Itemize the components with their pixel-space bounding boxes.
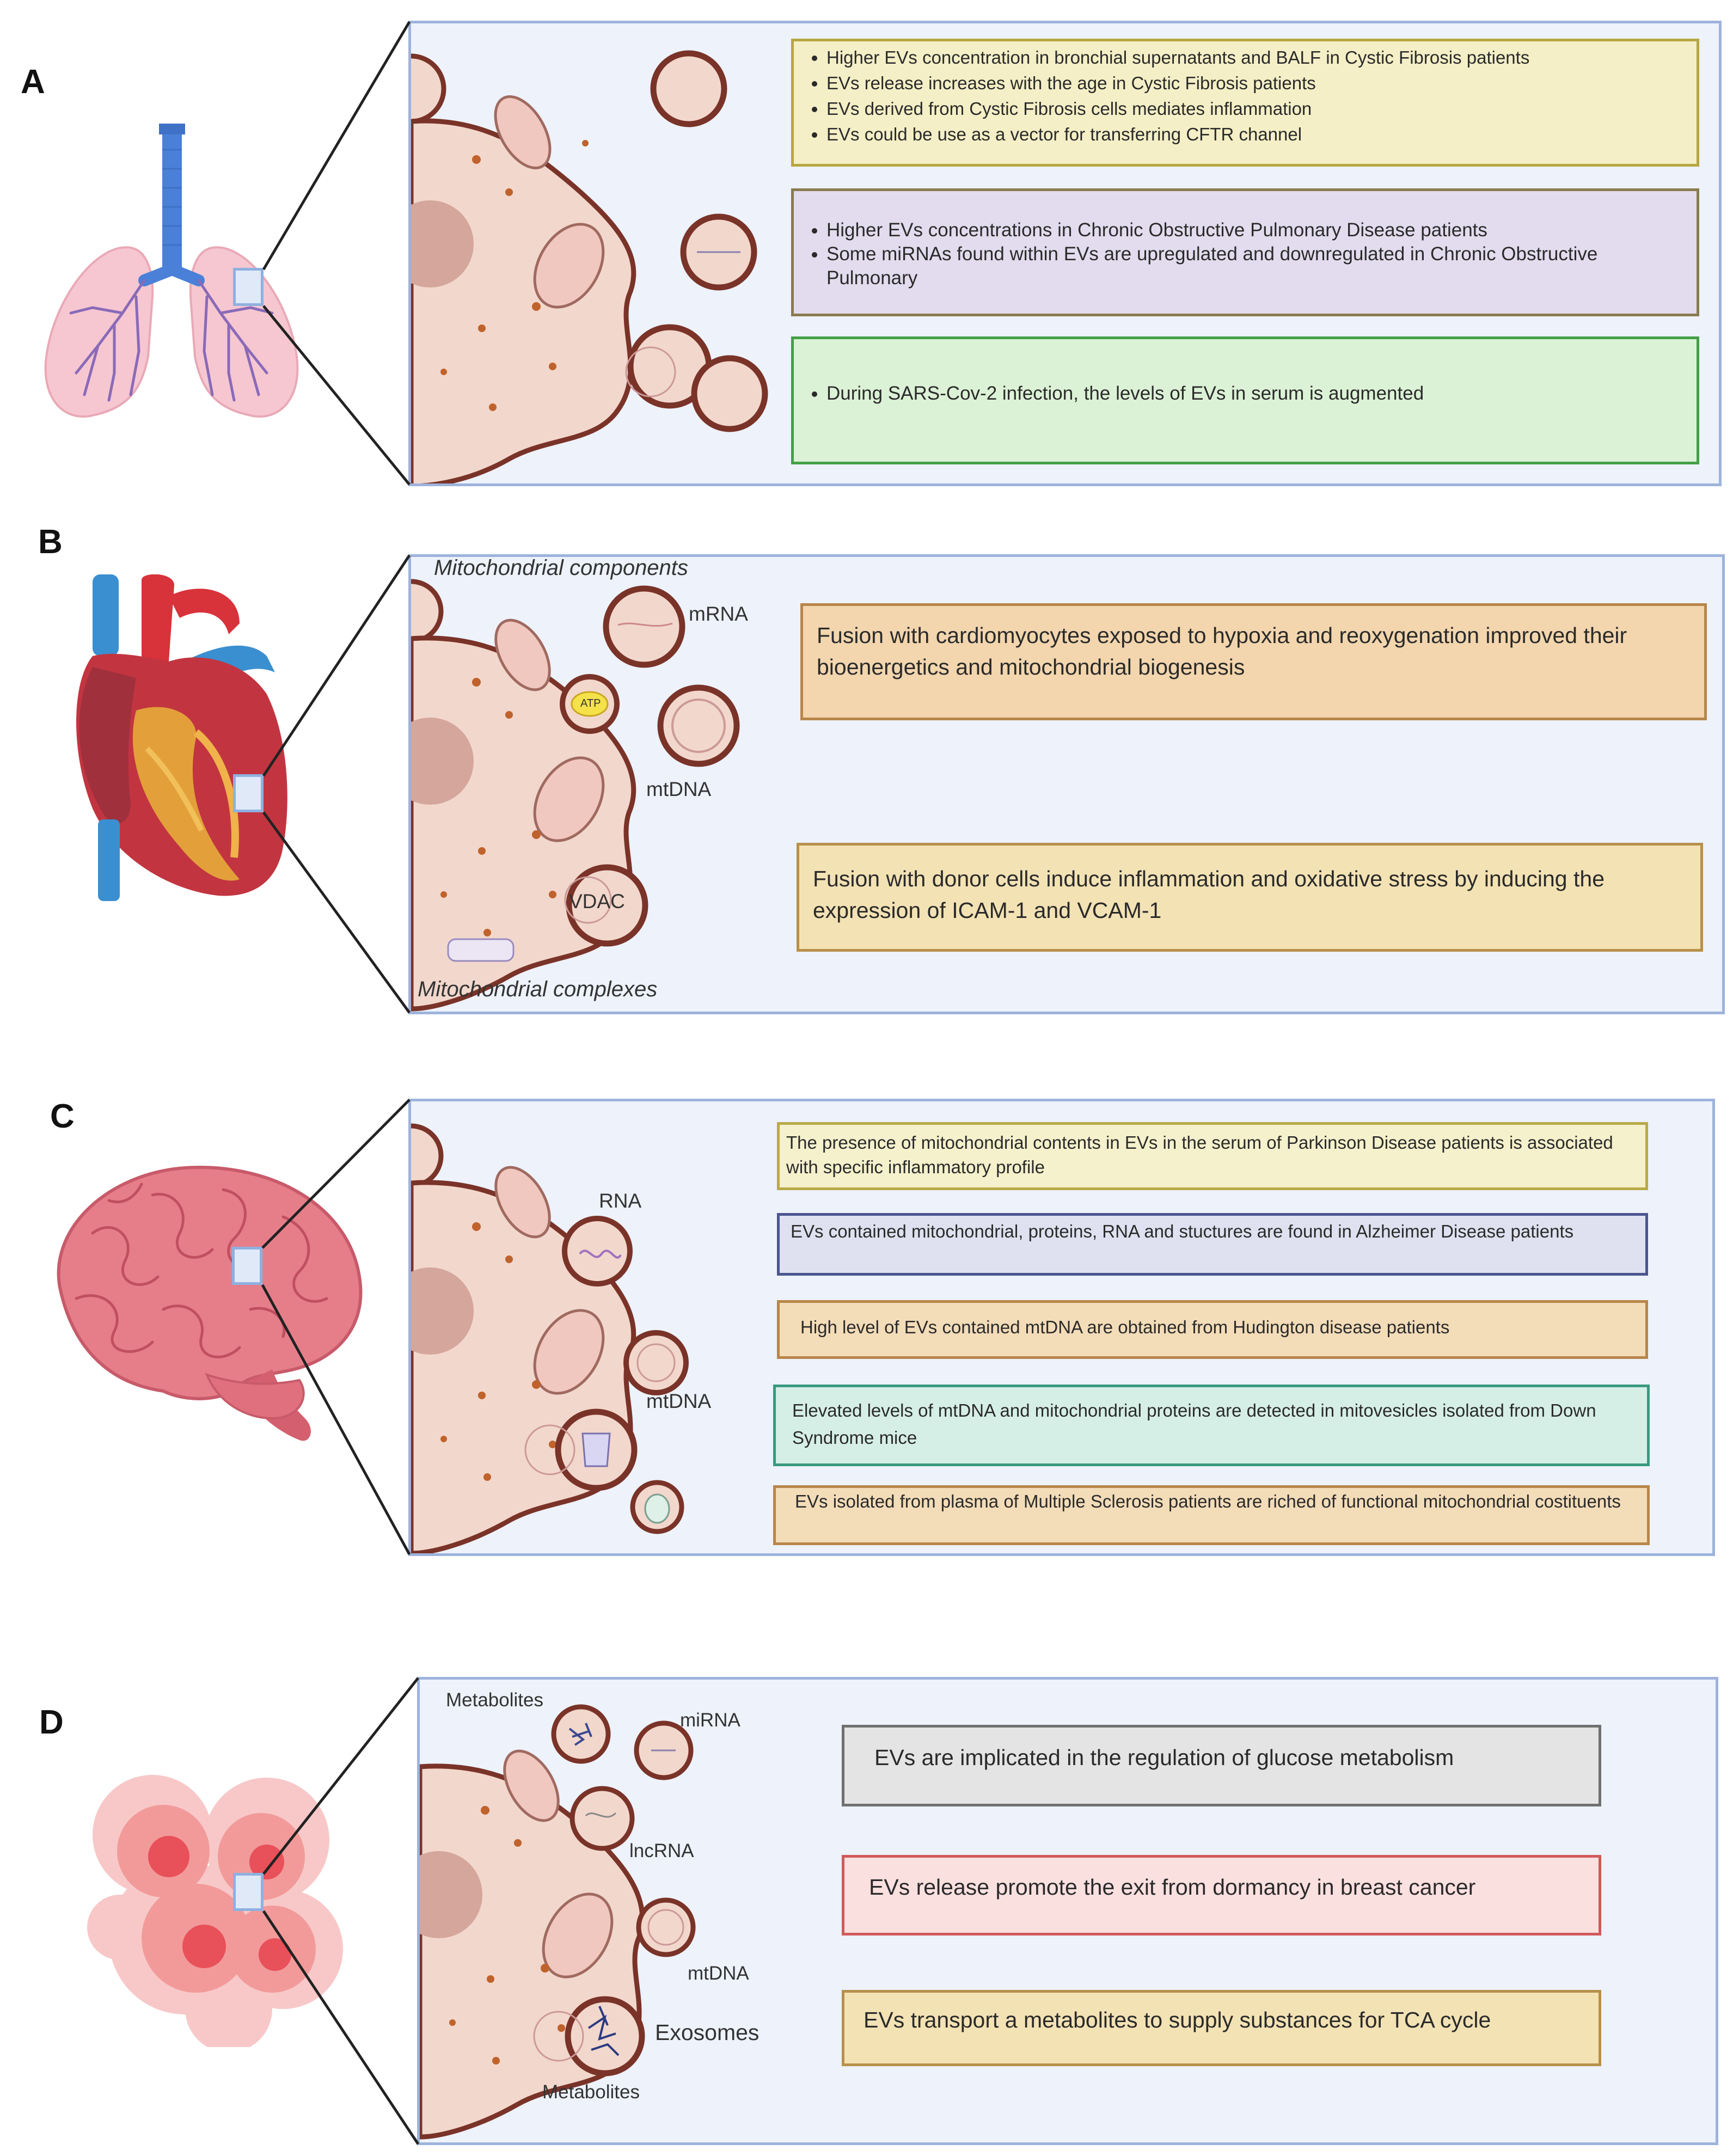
d-tca-box: EVs transport a metabolites to supply su… <box>842 1990 1601 2066</box>
b-label-atp: ATP <box>580 697 601 709</box>
ev-release-cell-c <box>411 1123 689 1553</box>
c-huntington-box: High level of EVs contained mtDNA are ob… <box>777 1300 1648 1359</box>
a-cf-item-1: Higher EVs concentration in bronchial su… <box>826 45 1686 70</box>
c-parkinson-text: The presence of mitochondrial contents i… <box>786 1132 1613 1177</box>
a-sars-box: During SARS-Cov-2 infection, the levels … <box>791 336 1699 464</box>
c-huntington-text: High level of EVs contained mtDNA are ob… <box>800 1316 1450 1337</box>
b-label-mrna: mRNA <box>689 603 748 625</box>
panel-b-letter: B <box>38 523 63 561</box>
b-fusion-donor-text: Fusion with donor cells induce inflammat… <box>813 866 1605 923</box>
heart-zoom-square <box>233 774 264 812</box>
c-multiple-sclerosis-box: EVs isolated from plasma of Multiple Scl… <box>773 1485 1650 1545</box>
b-label-vdac: VDAC <box>569 890 625 912</box>
brain-illustration <box>57 1166 363 1441</box>
lungs-illustration <box>44 124 299 418</box>
d-dormancy-text: EVs release promote the exit from dorman… <box>869 1875 1476 1900</box>
a-cystic-fibrosis-box: Higher EVs concentration in bronchial su… <box>791 39 1699 167</box>
d-label-mtdna: mtDNA <box>688 1963 749 1984</box>
c-multiple-sclerosis-text: EVs isolated from plasma of Multiple Scl… <box>795 1491 1621 1511</box>
b-label-mito-components: Mitochondrial components <box>434 556 688 580</box>
d-glucose-text: EVs are implicated in the regulation of … <box>874 1745 1454 1770</box>
panel-d-letter: D <box>39 1704 64 1741</box>
a-copd-item-1: Higher EVs concentrations in Chronic Obs… <box>826 218 1686 242</box>
d-label-mirna: miRNA <box>680 1710 740 1731</box>
c-label-mtdna: mtDNA <box>646 1390 712 1412</box>
d-label-metabolites-bottom: Metabolites <box>542 2081 640 2103</box>
c-label-rna: RNA <box>599 1190 642 1212</box>
d-dormancy-box: EVs release promote the exit from dorman… <box>842 1855 1601 1935</box>
b-fusion-donor-box: Fusion with donor cells induce inflammat… <box>797 843 1703 952</box>
d-label-lncrna: lncRNA <box>629 1840 694 1861</box>
d-label-metabolites-top: Metabolites <box>446 1689 543 1711</box>
c-parkinson-box: The presence of mitochondrial contents i… <box>777 1122 1648 1190</box>
b-fusion-hypoxia-box: Fusion with cardiomyocytes exposed to hy… <box>800 603 1707 720</box>
panel-a-inset: Higher EVs concentration in bronchial su… <box>408 21 1722 486</box>
panel-c-inset: RNA mtDNA The presence of mitochondrial … <box>408 1099 1715 1556</box>
d-glucose-box: EVs are implicated in the regulation of … <box>842 1725 1601 1806</box>
panel-d-inset: Metabolites miRNA lncRNA mtDNA Exosomes … <box>417 1677 1718 2145</box>
a-cf-item-3: EVs derived from Cystic Fibrosis cells m… <box>826 96 1686 121</box>
b-label-mtdna: mtDNA <box>646 778 712 800</box>
panel-a-letter: A <box>21 63 45 101</box>
ev-release-cell-b <box>411 579 740 1012</box>
a-sars-item-1: During SARS-Cov-2 infection, the levels … <box>826 382 1686 406</box>
tumor-cells-illustration <box>87 1775 343 2047</box>
c-alzheimer-text: EVs contained mitochondrial, proteins, R… <box>791 1221 1574 1241</box>
heart-illustration <box>76 574 287 901</box>
ev-release-cell-d <box>420 1704 696 2140</box>
b-fusion-hypoxia-text: Fusion with cardiomyocytes exposed to hy… <box>817 622 1627 679</box>
d-label-exosomes: Exosomes <box>655 2020 760 2045</box>
c-down-syndrome-box: Elevated levels of mtDNA and mitochondri… <box>773 1385 1650 1466</box>
panel-b-inset: Mitochondrial components mRNA ATP mtDNA … <box>408 554 1725 1014</box>
a-cf-item-2: EVs release increases with the age in Cy… <box>826 70 1686 96</box>
c-alzheimer-box: EVs contained mitochondrial, proteins, R… <box>777 1213 1648 1276</box>
ev-release-cell-a <box>411 50 768 483</box>
d-tca-text: EVs transport a metabolites to supply su… <box>864 2007 1491 2032</box>
brain-zoom-square <box>232 1247 262 1285</box>
panel-c-letter: C <box>50 1098 75 1135</box>
lung-zoom-square <box>233 268 264 306</box>
a-cf-item-4: EVs could be use as a vector for transfe… <box>826 121 1686 147</box>
c-down-syndrome-text: Elevated levels of mtDNA and mitochondri… <box>792 1400 1596 1448</box>
a-copd-item-2: Some miRNAs found within EVs are upregul… <box>826 242 1686 290</box>
a-copd-box: Higher EVs concentrations in Chronic Obs… <box>791 188 1699 316</box>
tumor-zoom-square <box>233 1873 264 1911</box>
b-label-mito-complexes: Mitochondrial complexes <box>418 977 658 1001</box>
